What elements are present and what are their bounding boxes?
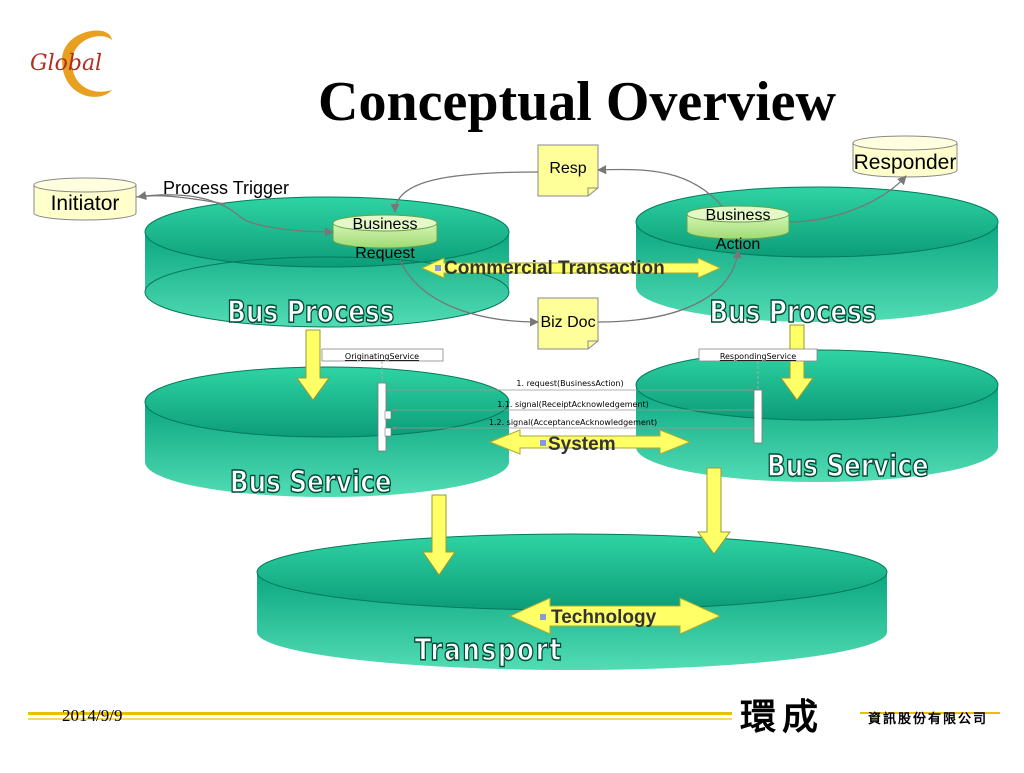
- company-name-main: 環成: [740, 696, 825, 738]
- commercial-transaction-arrow: Commercial Transaction: [420, 257, 722, 279]
- platform-transport: [256, 533, 888, 670]
- biz-doc-label: Biz Doc: [540, 314, 595, 331]
- business-request-line2: Request: [355, 245, 415, 262]
- commercial-transaction-label: Commercial Transaction: [444, 258, 665, 279]
- responding-activation-bar: [753, 389, 763, 444]
- system-arrow: System: [488, 429, 692, 455]
- layer-arrows: [296, 324, 814, 576]
- request-to-initiator-connector: [137, 191, 226, 205]
- biz-doc-document: Biz Doc: [537, 297, 599, 350]
- platform-bus-service-left: [144, 366, 510, 497]
- layer-label-bus-process-right: Bus Process: [709, 296, 876, 330]
- business-request-cylinder: Business Request: [332, 214, 438, 262]
- business-action-line1: Business: [706, 207, 771, 224]
- layer-label-bus-service-left: Bus Service: [230, 466, 392, 500]
- request-message-label: 1. request(BusinessAction): [516, 379, 623, 388]
- technology-arrow: Technology: [508, 597, 722, 635]
- platform-bus-service-right: [635, 349, 999, 482]
- system-label: System: [548, 434, 616, 455]
- resp-to-request-connector: [390, 171, 539, 213]
- responder-actor: Responder: [852, 135, 958, 178]
- layer-label-bus-service-right: Bus Service: [767, 450, 929, 484]
- business-request-line1: Business: [353, 216, 418, 233]
- flow-connectors: [135, 165, 907, 327]
- page-title: Conceptual Overview: [318, 71, 836, 133]
- footer-rule: [28, 712, 1000, 720]
- footer-date: 2014/9/9: [62, 706, 123, 725]
- layer-label-transport: Transport: [415, 634, 563, 668]
- initiator-actor: Initiator: [33, 177, 137, 221]
- company-name-sub: 資訊股份有限公司: [868, 712, 989, 727]
- resp-document: Resp: [537, 144, 599, 197]
- technology-label: Technology: [551, 607, 657, 628]
- acceptance-ack-label: 1.2. signal(AcceptanceAcknowledgement): [489, 418, 657, 427]
- down-arrow-right-lower: [697, 467, 731, 555]
- action-to-resp-connector: [597, 165, 723, 207]
- logo-text: Global: [30, 51, 102, 76]
- initiator-label: Initiator: [51, 192, 120, 215]
- business-action-cylinder: Business Action: [686, 205, 790, 253]
- platform-bus-process-right: [635, 186, 999, 322]
- process-trigger-label: Process Trigger: [163, 178, 289, 198]
- layer-label-bus-process-left: Bus Process: [227, 296, 394, 330]
- bizdoc-to-action-connector: [597, 249, 742, 323]
- global-logo: Global: [30, 30, 112, 97]
- originating-service-label: OriginatingService: [345, 352, 419, 361]
- request-to-bizdoc-connector: [399, 259, 539, 327]
- business-action-line2: Action: [716, 236, 760, 253]
- sequence-diagram: OriginatingService RespondingService 1. …: [321, 348, 818, 452]
- responding-service-label: RespondingService: [720, 352, 796, 361]
- action-to-responder-connector: [788, 175, 907, 223]
- receipt-ack-label: 1.1. signal(ReceiptAcknowledgement): [497, 400, 649, 409]
- down-arrow-left-upper: [296, 329, 330, 401]
- responder-label: Responder: [854, 151, 957, 174]
- resp-label: Resp: [549, 160, 586, 177]
- initiator-to-request-connector: [135, 194, 334, 237]
- down-arrow-left-lower: [422, 494, 456, 576]
- down-arrow-right-upper: [780, 324, 814, 401]
